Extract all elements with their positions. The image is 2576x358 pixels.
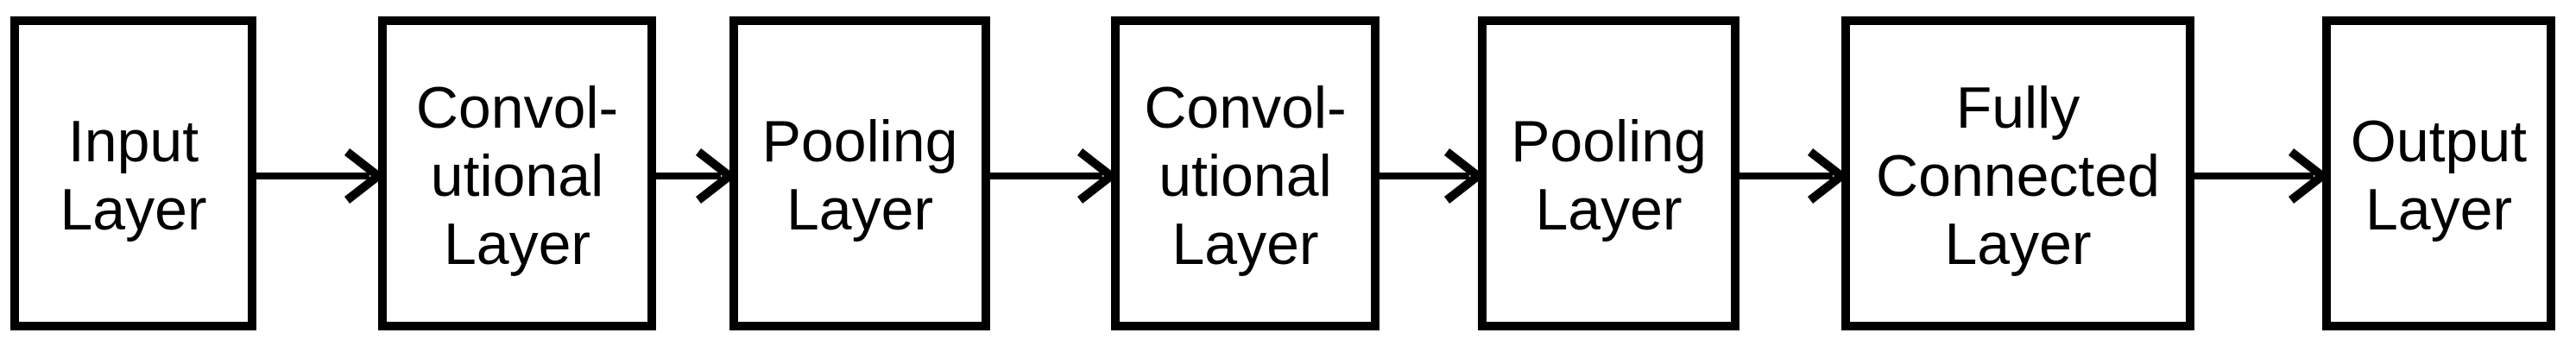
node-pooling-layer-2-label: Pooling Layer: [1511, 109, 1707, 242]
right-arrow-icon: [1376, 148, 1481, 204]
node-input-layer-label: Input Layer: [60, 109, 207, 242]
node-input-layer: Input Layer: [10, 16, 256, 330]
right-arrow-icon: [253, 148, 382, 204]
right-arrow-icon: [987, 148, 1114, 204]
node-convolutional-layer-2-label: Convol- utional Layer: [1144, 74, 1347, 277]
right-arrow-icon: [2191, 148, 2326, 204]
node-fully-connected-layer: Fully Connected Layer: [1841, 16, 2194, 330]
node-fully-connected-layer-label: Fully Connected Layer: [1876, 74, 2160, 277]
node-output-layer-label: Output Layer: [2350, 109, 2528, 242]
node-pooling-layer-1-label: Pooling Layer: [761, 109, 958, 242]
node-convolutional-layer-2: Convol- utional Layer: [1111, 16, 1380, 330]
node-pooling-layer-2: Pooling Layer: [1478, 16, 1739, 330]
node-output-layer: Output Layer: [2322, 16, 2555, 330]
node-pooling-layer-1: Pooling Layer: [729, 16, 990, 330]
node-convolutional-layer-1-label: Convol- utional Layer: [415, 74, 619, 277]
node-convolutional-layer-1: Convol- utional Layer: [378, 16, 656, 330]
right-arrow-icon: [1736, 148, 1845, 204]
right-arrow-icon: [653, 148, 733, 204]
